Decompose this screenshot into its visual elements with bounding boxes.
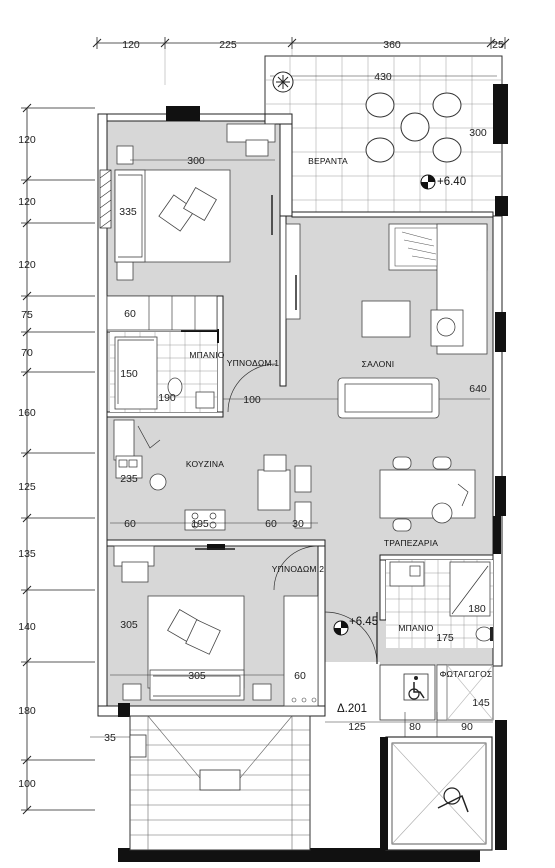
top-dim-2: 225 bbox=[219, 39, 237, 51]
bedroom-2: 305 305 60 ΥΠΝΟΔΩΜ.2 bbox=[110, 545, 324, 707]
left-dim-10: 180 bbox=[18, 705, 36, 717]
living-depth-label: 640 bbox=[469, 383, 487, 395]
level-marker-icon bbox=[420, 174, 436, 190]
bed1-depth-label: 335 bbox=[119, 206, 137, 218]
left-dim-2: 120 bbox=[18, 196, 36, 208]
bath1-label: ΜΠΑΝΙΟ bbox=[189, 350, 224, 360]
lift-wheelchair-icon bbox=[437, 787, 469, 813]
hall-width-label: 100 bbox=[243, 394, 261, 406]
closet1-label: 60 bbox=[124, 308, 136, 320]
bedroom2-label: ΥΠΝΟΔΩΜ.2 bbox=[272, 564, 324, 574]
veranda-depth-label: 300 bbox=[469, 127, 487, 139]
left-dim-1: 120 bbox=[18, 134, 36, 146]
left-dim-9: 140 bbox=[18, 621, 36, 633]
bath1-depth-label: 190 bbox=[158, 392, 176, 404]
entry-width-label: 125 bbox=[348, 721, 366, 733]
wheelchair-icon bbox=[403, 673, 429, 701]
veranda-width-label: 430 bbox=[374, 71, 392, 83]
veranda-label: ΒΕΡΑΝΤΑ bbox=[308, 156, 348, 166]
kitchen-b-label: 195 bbox=[191, 518, 209, 530]
bedroom1-label: ΥΠΝΟΔΩΜ.1 bbox=[227, 358, 279, 368]
left-dim-6: 160 bbox=[18, 407, 36, 419]
staircase: 35 bbox=[90, 715, 311, 851]
bedroom-1: 300 335 60 bbox=[99, 123, 276, 331]
veranda-table bbox=[365, 92, 462, 163]
kitchen-label: ΚΟΥΖΙΝΑ bbox=[186, 459, 224, 469]
lightwell-label: ΦΩΤΑΓΩΓΟΣ bbox=[440, 669, 493, 679]
plant-icon bbox=[272, 71, 294, 93]
level-veranda: +6.40 bbox=[437, 176, 466, 188]
lightwell-90-label: 90 bbox=[461, 721, 473, 733]
bath-2: 180 175 ΜΠΑΝΙΟ +6.45 bbox=[324, 560, 493, 665]
kitchen-sink-label: 235 bbox=[120, 473, 138, 485]
lightwell-145-label: 145 bbox=[472, 697, 490, 709]
level-marker-2-icon bbox=[333, 620, 349, 636]
kitchen-c-label: 60 bbox=[265, 518, 277, 530]
living-room: ΣΑΛΟΝΙ 640 bbox=[285, 223, 488, 419]
kitchen: 235 ΚΟΥΖΙΝΑ 60 195 60 30 bbox=[110, 419, 318, 531]
stair-35-label: 35 bbox=[104, 732, 116, 744]
bath2-shower-label: 180 bbox=[468, 603, 486, 615]
left-dimension-line: 120 120 120 75 70 160 125 135 140 180 10… bbox=[18, 103, 95, 815]
bed1-width-label: 300 bbox=[187, 155, 205, 167]
dining-label: ΤΡΑΠΕΖΑΡΙΑ bbox=[384, 538, 438, 548]
level-entry: +6.45 bbox=[349, 616, 378, 628]
bath-1: 150 190 ΜΠΑΝΙΟ bbox=[110, 332, 225, 412]
left-dim-7: 125 bbox=[18, 481, 36, 493]
bath2-width-label: 175 bbox=[436, 632, 454, 644]
kitchen-a-label: 60 bbox=[124, 518, 136, 530]
left-dim-8: 135 bbox=[18, 548, 36, 560]
left-dim-4: 75 bbox=[21, 309, 33, 321]
unit-label: Δ.201 bbox=[337, 703, 367, 715]
bed2-depth-label: 305 bbox=[120, 619, 138, 631]
bath1-width-label: 150 bbox=[120, 368, 138, 380]
lift-80-label: 80 bbox=[409, 721, 421, 733]
left-dim-5: 70 bbox=[21, 347, 33, 359]
bath2-label: ΜΠΑΝΙΟ bbox=[398, 623, 433, 633]
dining: ΤΡΑΠΕΖΑΡΙΑ bbox=[379, 456, 476, 548]
top-dim-4: 25 bbox=[492, 39, 504, 51]
top-dim-3: 360 bbox=[383, 39, 401, 51]
bed2-width-label: 305 bbox=[188, 670, 206, 682]
kitchen-d-label: 30 bbox=[292, 518, 304, 530]
left-dim-3: 120 bbox=[18, 259, 36, 271]
columns bbox=[118, 84, 508, 862]
core: ΦΩΤΑΓΩΓΟΣ 145 125 80 90 Δ.201 bbox=[325, 664, 494, 851]
top-dimension-line: 120 225 360 25 bbox=[92, 37, 510, 85]
veranda: 430 300 ΒΕΡΑΝΤΑ +6.40 bbox=[264, 55, 503, 217]
living-label: ΣΑΛΟΝΙ bbox=[362, 359, 395, 369]
top-dim-1: 120 bbox=[122, 39, 140, 51]
closet2-label: 60 bbox=[294, 670, 306, 682]
left-dim-11: 100 bbox=[18, 778, 36, 790]
